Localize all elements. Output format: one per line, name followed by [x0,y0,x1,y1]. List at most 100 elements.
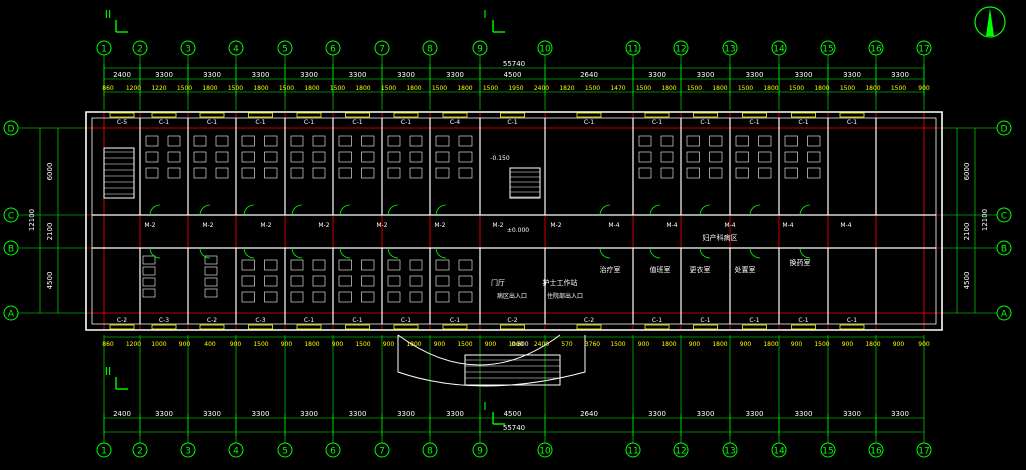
axis-label-bottom: 13 [724,447,735,457]
axis-label-right: D [1001,125,1008,135]
axis-label-top: 9 [477,45,483,55]
door-tag: M-4 [724,222,735,229]
dim-bay-bottom: 3300 [349,410,367,418]
dim-bay-bottom: 3300 [300,410,318,418]
ward-bed [784,167,798,179]
ward-bed [458,151,473,163]
ward-bed [312,259,326,271]
exterior-wall [85,111,943,331]
door-swing [599,204,611,216]
ward-bed [807,151,821,163]
window-tag-south: C-3 [159,317,169,324]
dim-bay-bottom: 2640 [580,410,598,418]
dim-sub-top: 1500 [840,85,855,92]
dim-sub-top: 1500 [177,85,192,92]
ward-bed [784,151,798,163]
dim-bay-top: 2640 [580,71,598,79]
window-tag-south: C-1 [652,317,662,324]
window-south [345,324,370,330]
axis-label-top: 5 [282,45,288,55]
door-swing [387,247,399,259]
axis-label-bottom: 4 [233,447,239,457]
ward-bed [361,151,375,163]
north-arrow-icon [974,6,1006,38]
window-tag-south: C-1 [450,317,460,324]
axis-label-top: 13 [724,45,735,55]
dim-sub-bottom: 900 [281,341,293,348]
elevation-mark: ±0.000 [507,227,529,234]
dim-sub-top: 1500 [891,85,906,92]
window-south [109,324,135,330]
axis-label-bottom: 8 [427,447,433,457]
dim-sub-bottom: 1500 [355,341,370,348]
dim-bay-bottom: 3300 [843,410,861,418]
window-south [693,324,718,330]
dim-side-right: 6000 [963,163,971,181]
ward-bed [409,151,423,163]
dim-total-top: 55740 [503,60,525,68]
door-tag: M-2 [492,222,503,229]
ward-bed [193,151,207,163]
door-tag: M-2 [202,222,213,229]
ward-bed [387,151,401,163]
dim-sub-bottom: 1800 [712,341,727,348]
dim-bay-bottom: 3300 [891,410,909,418]
room-label: 妇产科病区 [703,233,738,242]
ward-bed [264,259,278,271]
window-tag-north: C-1 [304,119,314,126]
dim-sub-bottom: 900 [230,341,242,348]
dim-sub-bottom: 1000 [508,341,523,348]
dim-side-left: 2100 [46,223,54,241]
axis-label-bottom: 9 [477,447,483,457]
door-tag: M-2 [550,222,561,229]
axis-label-left: B [8,245,14,255]
ward-bed [338,151,352,163]
ward-bed [338,259,352,271]
dim-sub-bottom: 400 [204,341,216,348]
dim-bay-bottom: 3300 [795,410,813,418]
dim-sub-top: 1500 [228,85,243,92]
window-tag-south: C-1 [304,317,314,324]
dim-side-right: 2100 [963,223,971,241]
door-swing [339,204,351,216]
elevation-mark: 0.600 [511,341,528,348]
window-south [296,324,322,330]
dim-sub-top: 1800 [661,85,676,92]
ward-bed [409,135,423,147]
section-mark: I [483,8,486,21]
ward-bed [264,167,278,179]
ward-bed [735,135,749,147]
ward-bed [361,167,375,179]
dim-sub-bottom: 3760 [585,341,600,348]
dim-bay-top: 3300 [300,71,318,79]
axis-label-bottom: 17 [918,447,929,457]
toilet-fixture [142,255,156,265]
dim-bay-top: 3300 [203,71,221,79]
north-arrow-needle [986,8,994,36]
door-swing [749,204,761,216]
ward-bed [660,167,674,179]
dim-sub-bottom: 900 [842,341,854,348]
window-south [500,324,525,330]
axis-label-bottom: 7 [379,447,385,457]
ward-bed [686,151,700,163]
dim-sub-top: 1500 [279,85,294,92]
door-swing [387,204,399,216]
window-tag-north: C-1 [584,119,594,126]
dim-sub-top: 900 [918,85,930,92]
ward-bed [145,151,159,163]
door-tag: M-4 [782,222,793,229]
ward-bed [215,151,229,163]
window-south [791,324,816,330]
ward-bed [361,135,375,147]
dim-sub-bottom: 1500 [253,341,268,348]
axis-label-bottom: 6 [330,447,336,457]
ward-bed [167,135,181,147]
ward-bed [458,259,473,271]
ward-bed [361,259,375,271]
door-swing [291,204,303,216]
ward-bed [758,135,772,147]
dim-sub-top: 1800 [253,85,268,92]
section-mark: II [105,8,112,21]
ward-bed [686,167,700,179]
